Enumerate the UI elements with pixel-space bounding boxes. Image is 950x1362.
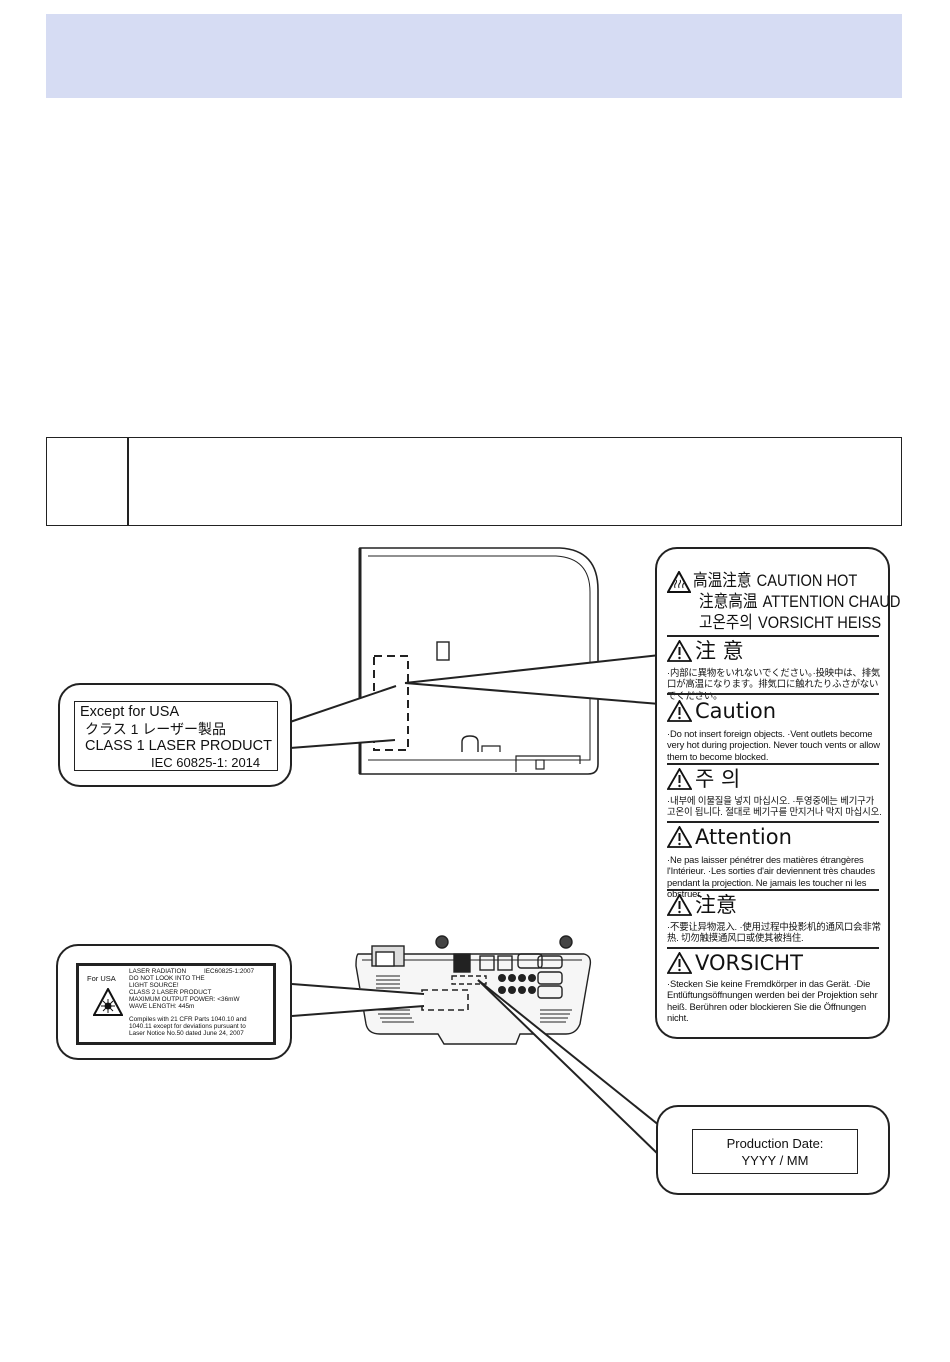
header-band <box>46 14 902 98</box>
laser-label-frame: For USA IEC60825-1:2007 LASER RADIATION … <box>76 963 276 1045</box>
warning-heading-text: 注 意 <box>695 639 744 663</box>
warning-heading: Attention <box>667 825 792 849</box>
production-date-title: Production Date: <box>726 1136 824 1151</box>
hot-latin-text: VORSICHT HEISS <box>757 613 882 632</box>
warning-divider <box>667 635 879 637</box>
warning-heading: 注意 <box>667 893 737 917</box>
production-date-frame: Production Date: YYYY / MM <box>692 1129 858 1174</box>
laser-label-standard: IEC60825-1:2007 <box>204 968 255 975</box>
callout-except <box>289 685 397 749</box>
laser-warning-icon <box>93 988 123 1016</box>
hot-cjk-text: 고온주의 <box>699 613 753 633</box>
warning-heading: Caution <box>667 699 776 723</box>
caution-triangle-icon <box>667 768 692 790</box>
laser-label-compliance: Compiles with 21 CFR Parts 1040.10 and <box>129 1016 247 1023</box>
hot-latin-text: ATTENTION CHAUD <box>762 592 901 611</box>
laser-label-line: MAXIMUM OUTPUT POWER: <36mW <box>129 996 240 1003</box>
callout-warning <box>404 654 661 705</box>
laser-label-line: CLASS 2 LASER PRODUCT <box>129 989 212 996</box>
warning-heading-text: Caution <box>695 699 777 723</box>
warning-body: ·내부에 이물질을 넣지 마십시오. ·투영중에는 베기구가 고온이 됩니다. … <box>667 795 882 818</box>
caution-triangle-icon <box>667 640 692 662</box>
hot-cjk-text: 高温注意 <box>693 571 752 591</box>
laser-label-compliance: 1040.11 except for deviations pursuant t… <box>129 1023 246 1030</box>
hot-surface-icon <box>667 571 691 593</box>
warning-body: ·内部に異物をいれないでください。·投映中は、排気口が高温になります。排気口に触… <box>667 667 881 701</box>
caution-triangle-icon <box>667 700 692 722</box>
except-label-line2: クラス 1 レーザー製品 <box>85 721 227 737</box>
warning-heading: 注 意 <box>667 639 744 663</box>
warning-heading: VORSICHT <box>667 951 803 975</box>
warning-divider <box>667 693 879 695</box>
caution-triangle-icon <box>667 952 692 974</box>
production-date-format: YYYY / MM <box>741 1153 809 1168</box>
laser-label-line: WAVE LENGTH: 445m <box>129 1003 195 1010</box>
note-box-divider <box>127 438 129 525</box>
hot-latin-text: CAUTION HOT <box>756 571 858 590</box>
warning-heading-text: 注意 <box>695 893 737 917</box>
except-for-usa-callout: Except for USA クラス 1 レーザー製品 CLASS 1 LASE… <box>58 683 292 787</box>
warning-divider <box>667 947 879 949</box>
hot-cjk-text: 注意高温 <box>699 592 758 612</box>
except-label-line4: IEC 60825-1: 2014 <box>151 755 261 770</box>
except-label-line3: CLASS 1 LASER PRODUCT <box>85 738 272 754</box>
warning-divider <box>667 821 879 823</box>
laser-label-callout: For USA IEC60825-1:2007 LASER RADIATION … <box>56 944 292 1060</box>
warning-body: ·不要让异物混入. ·使用过程中投影机的通风口会非常热. 切勿触摸通风口或使其被… <box>667 921 881 944</box>
warning-heading-text: 주 의 <box>695 767 741 791</box>
except-label-line1: Except for USA <box>80 704 180 720</box>
warning-divider <box>667 763 879 765</box>
callout-laser <box>291 983 425 1017</box>
callout-production <box>477 979 661 1157</box>
warning-heading-text: VORSICHT <box>695 951 803 975</box>
warning-body: ·Do not insert foreign objects. ·Vent ou… <box>667 728 880 762</box>
laser-label-line: LASER RADIATION <box>129 968 187 975</box>
warning-body: ·Ne pas laisser pénétrer des matières ét… <box>667 854 875 900</box>
except-label-frame: Except for USA クラス 1 レーザー製品 CLASS 1 LASE… <box>74 701 278 771</box>
note-box <box>46 437 902 526</box>
projector-top-view <box>358 547 599 775</box>
warning-divider <box>667 889 879 891</box>
laser-label-line: DO NOT LOOK INTO THE <box>129 975 205 982</box>
caution-triangle-icon <box>667 826 692 848</box>
laser-label-line: LIGHT SOURCE! <box>129 982 179 989</box>
warning-heading: 주 의 <box>667 767 740 791</box>
projector-rear-view <box>355 935 592 1045</box>
caution-triangle-icon <box>667 894 692 916</box>
warning-heading-text: Attention <box>695 825 792 849</box>
laser-label-compliance: Laser Notice No.50 dated June 24, 2007 <box>129 1030 244 1037</box>
production-date-callout: Production Date: YYYY / MM <box>656 1105 890 1195</box>
laser-label-for-usa: For USA <box>87 974 116 983</box>
warning-body: ·Stecken Sie keine Fremdkörper in das Ge… <box>667 978 878 1024</box>
